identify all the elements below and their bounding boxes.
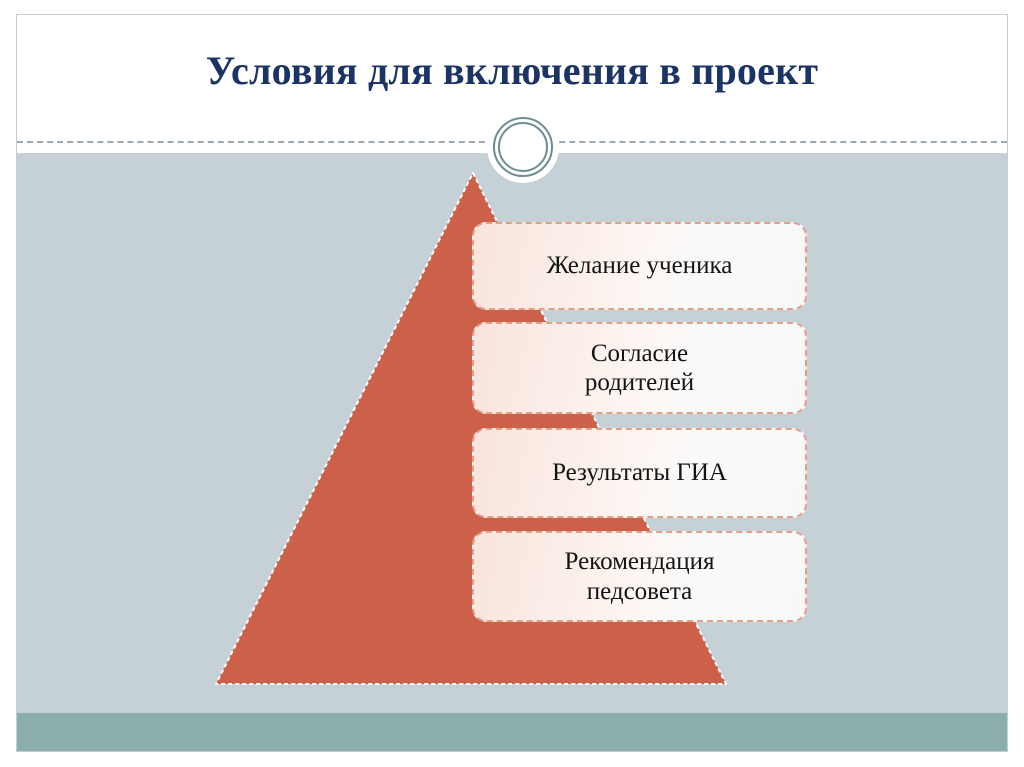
pyramid-level-1-label: Желание ученика [546, 252, 733, 280]
page-title: Условия для включения в проект [205, 48, 819, 93]
circle-inner-ring [498, 122, 548, 172]
double-circle-ornament [487, 111, 559, 183]
slide-frame: Условия для включения в проект Желание у… [16, 14, 1008, 752]
pyramid-level-3: Результаты ГИА [472, 428, 807, 518]
pyramid-level-1: Желание ученика [472, 222, 807, 310]
pyramid-level-3-label: Результаты ГИА [552, 459, 727, 487]
footer-band [17, 713, 1007, 751]
